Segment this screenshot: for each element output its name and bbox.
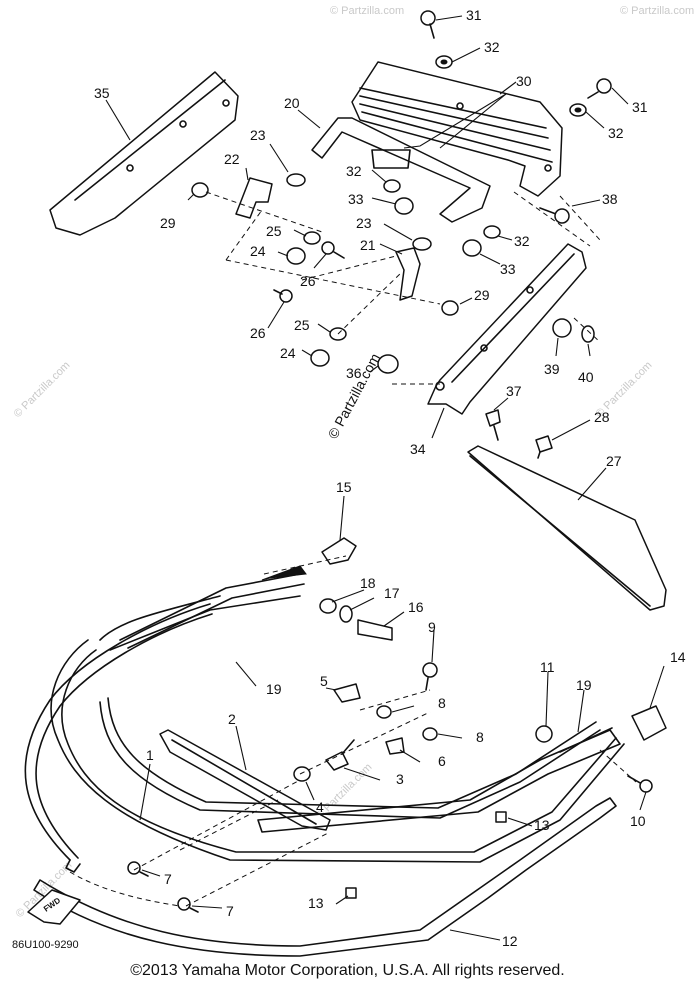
- callout-34: 34: [410, 441, 426, 457]
- callout-32-lower: 32: [514, 233, 530, 249]
- callout-6: 6: [438, 753, 446, 769]
- callout-2: 2: [228, 711, 236, 727]
- callout-24-upper: 24: [250, 243, 266, 259]
- callout-25-upper: 25: [266, 223, 282, 239]
- callout-8-upper: 8: [438, 695, 446, 711]
- callout-11: 11: [540, 659, 555, 675]
- diagram-code: 86U100-9290: [12, 939, 79, 951]
- callout-32-top: 32: [484, 39, 500, 55]
- part-2-trim: [159, 729, 331, 831]
- callout-30: 30: [516, 73, 532, 89]
- callout-19-right: 19: [576, 677, 592, 693]
- part-19-right-rail: [257, 727, 621, 833]
- callout-36: 36: [346, 365, 362, 381]
- callout-1: 1: [146, 747, 154, 763]
- callout-labels: 31 32 30 35 20 31 32 23 22 32 33 38 29 2…: [94, 7, 686, 949]
- callout-24-lower: 24: [280, 345, 296, 361]
- callout-7-lower: 7: [226, 903, 234, 919]
- callout-17: 17: [384, 585, 400, 601]
- callout-27: 27: [606, 453, 622, 469]
- callout-33-lower: 33: [500, 261, 516, 277]
- callout-35: 35: [94, 85, 110, 101]
- callout-25-lower: 25: [294, 317, 310, 333]
- hardware: [127, 10, 667, 913]
- callout-23-left: 23: [250, 127, 266, 143]
- callout-23-mid: 23: [356, 215, 372, 231]
- callout-32-right: 32: [608, 125, 624, 141]
- callout-5: 5: [320, 673, 328, 689]
- part-34-bracket: [427, 243, 587, 415]
- callout-13-right: 13: [534, 817, 550, 833]
- callout-29-right: 29: [474, 287, 490, 303]
- assembly-lines: [69, 191, 637, 907]
- fwd-arrow: FWD: [27, 889, 81, 925]
- part-20-stay-bar: [311, 117, 491, 223]
- callout-31-top: 31: [466, 7, 482, 23]
- callout-16: 16: [408, 599, 424, 615]
- callout-32-mid: 32: [346, 163, 362, 179]
- part-12-skirt: [33, 797, 617, 957]
- watermark-top-right: © Partzilla.com: [620, 5, 694, 17]
- callout-18: 18: [360, 575, 376, 591]
- copyright-notice: ©2013 Yamaha Motor Corporation, U.S.A. A…: [130, 962, 565, 979]
- callout-7-upper: 7: [164, 871, 172, 887]
- part-22-bracket: [235, 177, 273, 219]
- watermark-left: © Partzilla.com: [12, 359, 73, 420]
- part-27-board: [467, 445, 667, 611]
- callout-12: 12: [502, 933, 518, 949]
- callout-26-upper: 26: [300, 273, 316, 289]
- callout-13-left: 13: [308, 895, 324, 911]
- watermark-top: © Partzilla.com: [330, 5, 404, 17]
- callout-10: 10: [630, 813, 646, 829]
- part-1-bumper: [24, 595, 625, 873]
- callout-20: 20: [284, 95, 300, 111]
- callout-37: 37: [506, 383, 522, 399]
- callout-40: 40: [578, 369, 594, 385]
- leader-lines: [105, 15, 665, 941]
- callout-21: 21: [360, 237, 376, 253]
- callout-15: 15: [336, 479, 352, 495]
- part-30-upper-stay: [351, 61, 563, 197]
- part-21-bracket: [395, 247, 421, 301]
- callout-39: 39: [544, 361, 560, 377]
- callout-19-left: 19: [266, 681, 282, 697]
- callout-38: 38: [602, 191, 618, 207]
- part-19-left-rail: [109, 565, 307, 651]
- callout-4: 4: [316, 799, 324, 815]
- callout-9: 9: [428, 619, 436, 635]
- part-35-bracket: [49, 71, 239, 236]
- callout-22: 22: [224, 151, 240, 167]
- callout-28: 28: [594, 409, 610, 425]
- callout-8-lower: 8: [476, 729, 484, 745]
- callout-33-mid: 33: [348, 191, 364, 207]
- callout-26-lower: 26: [250, 325, 266, 341]
- callout-14: 14: [670, 649, 686, 665]
- callout-31-right: 31: [632, 99, 648, 115]
- callout-29-left: 29: [160, 215, 176, 231]
- callout-3: 3: [396, 771, 404, 787]
